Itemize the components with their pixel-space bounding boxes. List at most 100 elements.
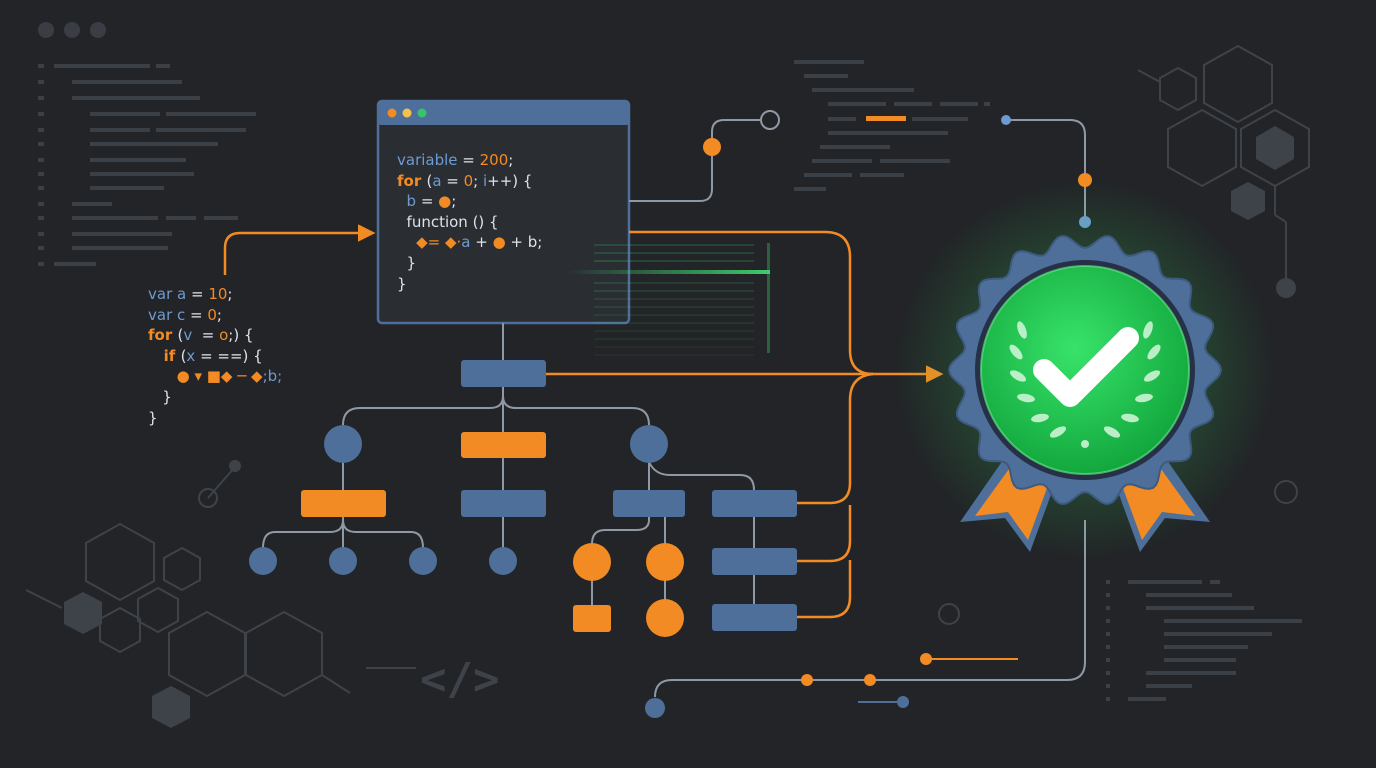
background-code-lines-top-right bbox=[794, 60, 990, 191]
code-line: for (v = o;) { bbox=[148, 325, 253, 345]
arrow-code-to-editor bbox=[223, 224, 376, 275]
code-token: 0 bbox=[207, 305, 217, 324]
code-token: ● ▾ ■◆ ─ ◆ bbox=[148, 367, 263, 386]
editor-connectors bbox=[629, 119, 760, 202]
code-token: for bbox=[397, 171, 427, 190]
code-token: v bbox=[183, 326, 197, 345]
network-node-dot bbox=[1276, 278, 1296, 298]
code-tag-icon: </> bbox=[366, 654, 499, 705]
tree-root-node bbox=[461, 360, 546, 387]
code-token: = bbox=[420, 192, 439, 211]
tree-node-rect bbox=[712, 490, 797, 517]
code-token: } bbox=[397, 254, 417, 272]
tree-node-rect bbox=[712, 548, 797, 575]
small-network-node bbox=[198, 460, 241, 508]
code-token: if bbox=[148, 346, 181, 365]
editor-dot-maximize bbox=[417, 108, 427, 118]
code-token: ;) { bbox=[228, 326, 254, 345]
code-line: function () { bbox=[397, 212, 499, 232]
code-token: i bbox=[483, 171, 488, 190]
connector-orange-node bbox=[703, 138, 721, 156]
code-line: } bbox=[148, 408, 158, 428]
code-token: ( bbox=[177, 326, 184, 345]
code-token: var bbox=[148, 305, 178, 324]
background-code-lines-bottom-right bbox=[1106, 580, 1302, 701]
code-token: o bbox=[219, 326, 229, 345]
code-token: a bbox=[461, 233, 476, 252]
ast-tree-nodes bbox=[249, 360, 797, 637]
code-token: a bbox=[177, 285, 191, 303]
code-token: = ==) { bbox=[200, 346, 263, 365]
code-token: = bbox=[462, 151, 480, 169]
ast-tree-edges bbox=[262, 323, 755, 605]
code-token: ; bbox=[508, 151, 514, 169]
code-token: ● bbox=[492, 233, 506, 252]
tree-node-orange bbox=[301, 490, 386, 517]
network-node-ring bbox=[938, 603, 960, 625]
code-token: 10 bbox=[208, 285, 228, 303]
top-window-dots bbox=[38, 22, 106, 38]
code-token: function () { bbox=[397, 212, 499, 231]
tree-leaf-orange bbox=[573, 605, 611, 632]
tree-node-orange bbox=[461, 432, 546, 458]
code-token: ++) { bbox=[487, 171, 533, 190]
code-token: ; bbox=[227, 285, 233, 303]
badge-bottom-connector bbox=[645, 520, 1086, 718]
code-token: for bbox=[148, 326, 178, 345]
tree-leaf-orange bbox=[646, 543, 684, 581]
tree-leaf-orange bbox=[573, 543, 611, 581]
code-token: 200 bbox=[479, 151, 509, 169]
tree-node-rect bbox=[712, 604, 797, 631]
tree-leaf bbox=[489, 547, 517, 575]
network-node-ring bbox=[1274, 480, 1298, 504]
tree-leaf bbox=[329, 547, 357, 575]
hexagon-pattern-right bbox=[1137, 44, 1310, 282]
tree-leaf bbox=[249, 547, 277, 575]
scan-effect bbox=[566, 243, 770, 356]
code-token: = bbox=[196, 326, 220, 345]
verified-badge bbox=[895, 180, 1275, 560]
code-token: ( bbox=[426, 171, 433, 190]
code-line: } bbox=[397, 274, 407, 294]
check-icon bbox=[1033, 327, 1139, 407]
code-token: a bbox=[432, 171, 447, 190]
editor-dot-close bbox=[387, 108, 397, 118]
code-editor-window bbox=[376, 99, 631, 325]
code-token: ( bbox=[180, 346, 187, 365]
code-token: = bbox=[190, 285, 209, 303]
code-token: variable bbox=[397, 151, 463, 169]
tree-leaf-orange bbox=[646, 599, 684, 637]
connector-ring-node bbox=[760, 110, 780, 130]
code-token: x bbox=[186, 346, 201, 365]
code-line: } bbox=[148, 387, 172, 407]
code-token: + b; bbox=[505, 233, 543, 252]
laurel-icon bbox=[1009, 321, 1161, 448]
code-token: } bbox=[397, 274, 407, 293]
code-token: = bbox=[190, 305, 208, 324]
editor-dot-minimize bbox=[402, 108, 412, 118]
code-token: ● bbox=[438, 192, 452, 211]
code-token: } bbox=[148, 388, 172, 406]
code-token: ; bbox=[451, 192, 457, 211]
code-line: if (x = ==) { bbox=[148, 346, 263, 366]
code-token: ; bbox=[473, 171, 483, 190]
code-token: + bbox=[475, 233, 493, 252]
code-token: = bbox=[446, 171, 464, 190]
tree-node-rect bbox=[613, 490, 685, 517]
code-token: ; bbox=[216, 305, 222, 324]
tree-node-circle bbox=[630, 425, 668, 463]
tree-node-rect bbox=[461, 490, 546, 517]
code-token: ◆= ◆· bbox=[397, 233, 462, 252]
code-line: var a = 10; bbox=[148, 284, 232, 304]
tree-node-circle bbox=[324, 425, 362, 463]
orange-flow-lines bbox=[546, 230, 944, 619]
code-line: ◆= ◆·a + ● + b; bbox=[397, 232, 542, 252]
code-line: var c = 0; bbox=[148, 305, 222, 325]
code-token: } bbox=[148, 408, 158, 427]
code-line: variable = 200; bbox=[397, 150, 513, 170]
code-token: 0 bbox=[463, 171, 474, 190]
code-line: for (a = 0; i++) { bbox=[397, 171, 532, 191]
tree-leaf bbox=[409, 547, 437, 575]
